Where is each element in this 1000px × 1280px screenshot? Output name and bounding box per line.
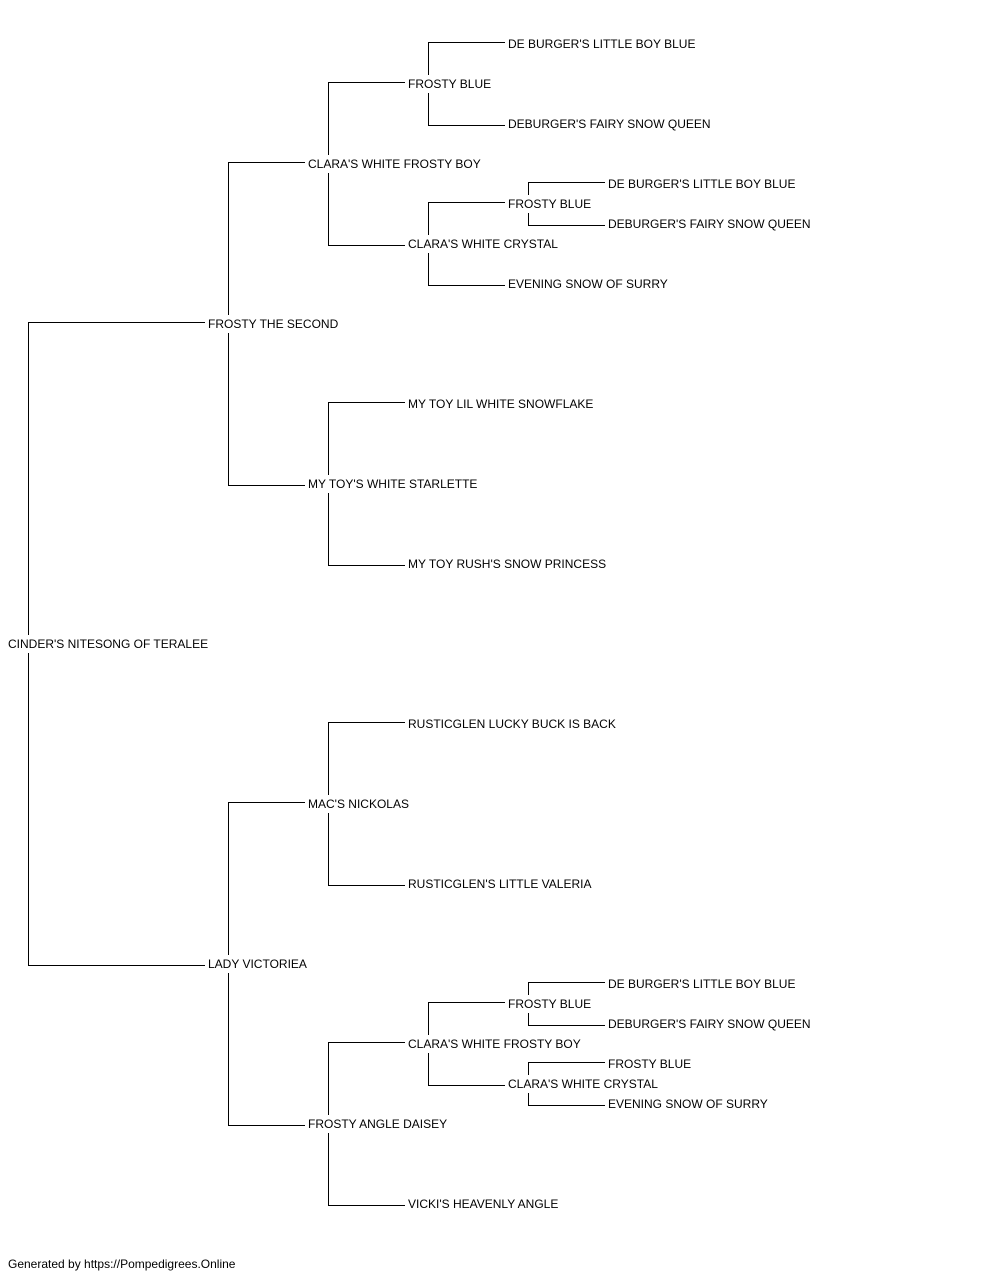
connector-my-toys-white-starlette-sire <box>328 402 405 475</box>
pedigree-ssds: FROSTY BLUE <box>508 197 594 211</box>
pedigree-ddsdd: EVENING SNOW OF SURRY <box>608 1097 770 1111</box>
pedigree-sssd: DEBURGER'S FAIRY SNOW QUEEN <box>508 117 713 131</box>
pedigree-ddssd: DEBURGER'S FAIRY SNOW QUEEN <box>608 1017 813 1031</box>
connector-claras-white-frosty-boy-dam <box>328 173 405 246</box>
pedigree-sire: FROSTY THE SECOND <box>208 317 341 331</box>
pedigree-ddss: FROSTY BLUE <box>508 997 594 1011</box>
pedigree-sdd: MY TOY RUSH'S SNOW PRINCESS <box>408 557 609 571</box>
connector-frosty-the-second-sire <box>228 162 305 315</box>
connector-frosty-angle-daisey-sire <box>328 1042 405 1115</box>
connector-macs-nickolas-dam <box>328 813 405 886</box>
pedigree-ddsss: DE BURGER'S LITTLE BOY BLUE <box>608 977 798 991</box>
connector-frosty-blue-sire <box>428 42 505 75</box>
pedigree-ddsds: FROSTY BLUE <box>608 1057 694 1071</box>
pedigree-ssdss: DE BURGER'S LITTLE BOY BLUE <box>608 177 798 191</box>
connector-claras-white-crystal-dam <box>428 253 505 286</box>
pedigree-dds: CLARA'S WHITE FROSTY BOY <box>408 1037 583 1051</box>
connector-frosty-the-second-dam <box>228 333 305 486</box>
connector-frosty-blue-3-dam <box>528 1013 605 1026</box>
pedigree-ssdd: EVENING SNOW OF SURRY <box>508 277 670 291</box>
connector-frosty-blue-dam <box>428 93 505 126</box>
connector-frosty-angle-daisey-dam <box>328 1133 405 1206</box>
connector-frosty-blue-3-sire <box>528 982 605 995</box>
connector-my-toys-white-starlette-dam <box>328 493 405 566</box>
connector-claras-white-frosty-boy-sire <box>328 82 405 155</box>
pedigree-sire-dam: MY TOY'S WHITE STARLETTE <box>308 477 480 491</box>
footer-credit: Generated by https://Pompedigrees.Online <box>8 1257 236 1271</box>
connector-root-dam <box>28 653 205 966</box>
connector-claras-white-frosty-boy-3-dam <box>428 1053 505 1086</box>
connector-claras-white-crystal-3-sire <box>528 1062 605 1075</box>
connector-frosty-blue-2-dam <box>528 213 605 226</box>
connector-lady-victoriea-sire <box>228 802 305 955</box>
connector-root-sire <box>28 322 205 635</box>
connector-claras-white-frosty-boy-3-sire <box>428 1002 505 1035</box>
pedigree-ssss: DE BURGER'S LITTLE BOY BLUE <box>508 37 698 51</box>
pedigree-ddsd: CLARA'S WHITE CRYSTAL <box>508 1077 660 1091</box>
pedigree-dsd: RUSTICGLEN'S LITTLE VALERIA <box>408 877 594 891</box>
connector-claras-white-crystal-sire <box>428 202 505 235</box>
pedigree-sire-sire: CLARA'S WHITE FROSTY BOY <box>308 157 483 171</box>
connector-lady-victoriea-dam <box>228 973 305 1126</box>
pedigree-sss: FROSTY BLUE <box>408 77 494 91</box>
connector-frosty-blue-2-sire <box>528 182 605 195</box>
pedigree-ddd: VICKI'S HEAVENLY ANGLE <box>408 1197 561 1211</box>
pedigree-dam-sire: MAC'S NICKOLAS <box>308 797 411 811</box>
pedigree-dam: LADY VICTORIEA <box>208 957 309 971</box>
connector-macs-nickolas-sire <box>328 722 405 795</box>
connector-claras-white-crystal-3-dam <box>528 1093 605 1106</box>
pedigree-dss: RUSTICGLEN LUCKY BUCK IS BACK <box>408 717 618 731</box>
pedigree-dam-dam: FROSTY ANGLE DAISEY <box>308 1117 450 1131</box>
pedigree-sds: MY TOY LIL WHITE SNOWFLAKE <box>408 397 596 411</box>
pedigree-ssdsd: DEBURGER'S FAIRY SNOW QUEEN <box>608 217 813 231</box>
pedigree-ssd: CLARA'S WHITE CRYSTAL <box>408 237 560 251</box>
pedigree-subject: CINDER'S NITESONG OF TERALEE <box>8 637 211 651</box>
